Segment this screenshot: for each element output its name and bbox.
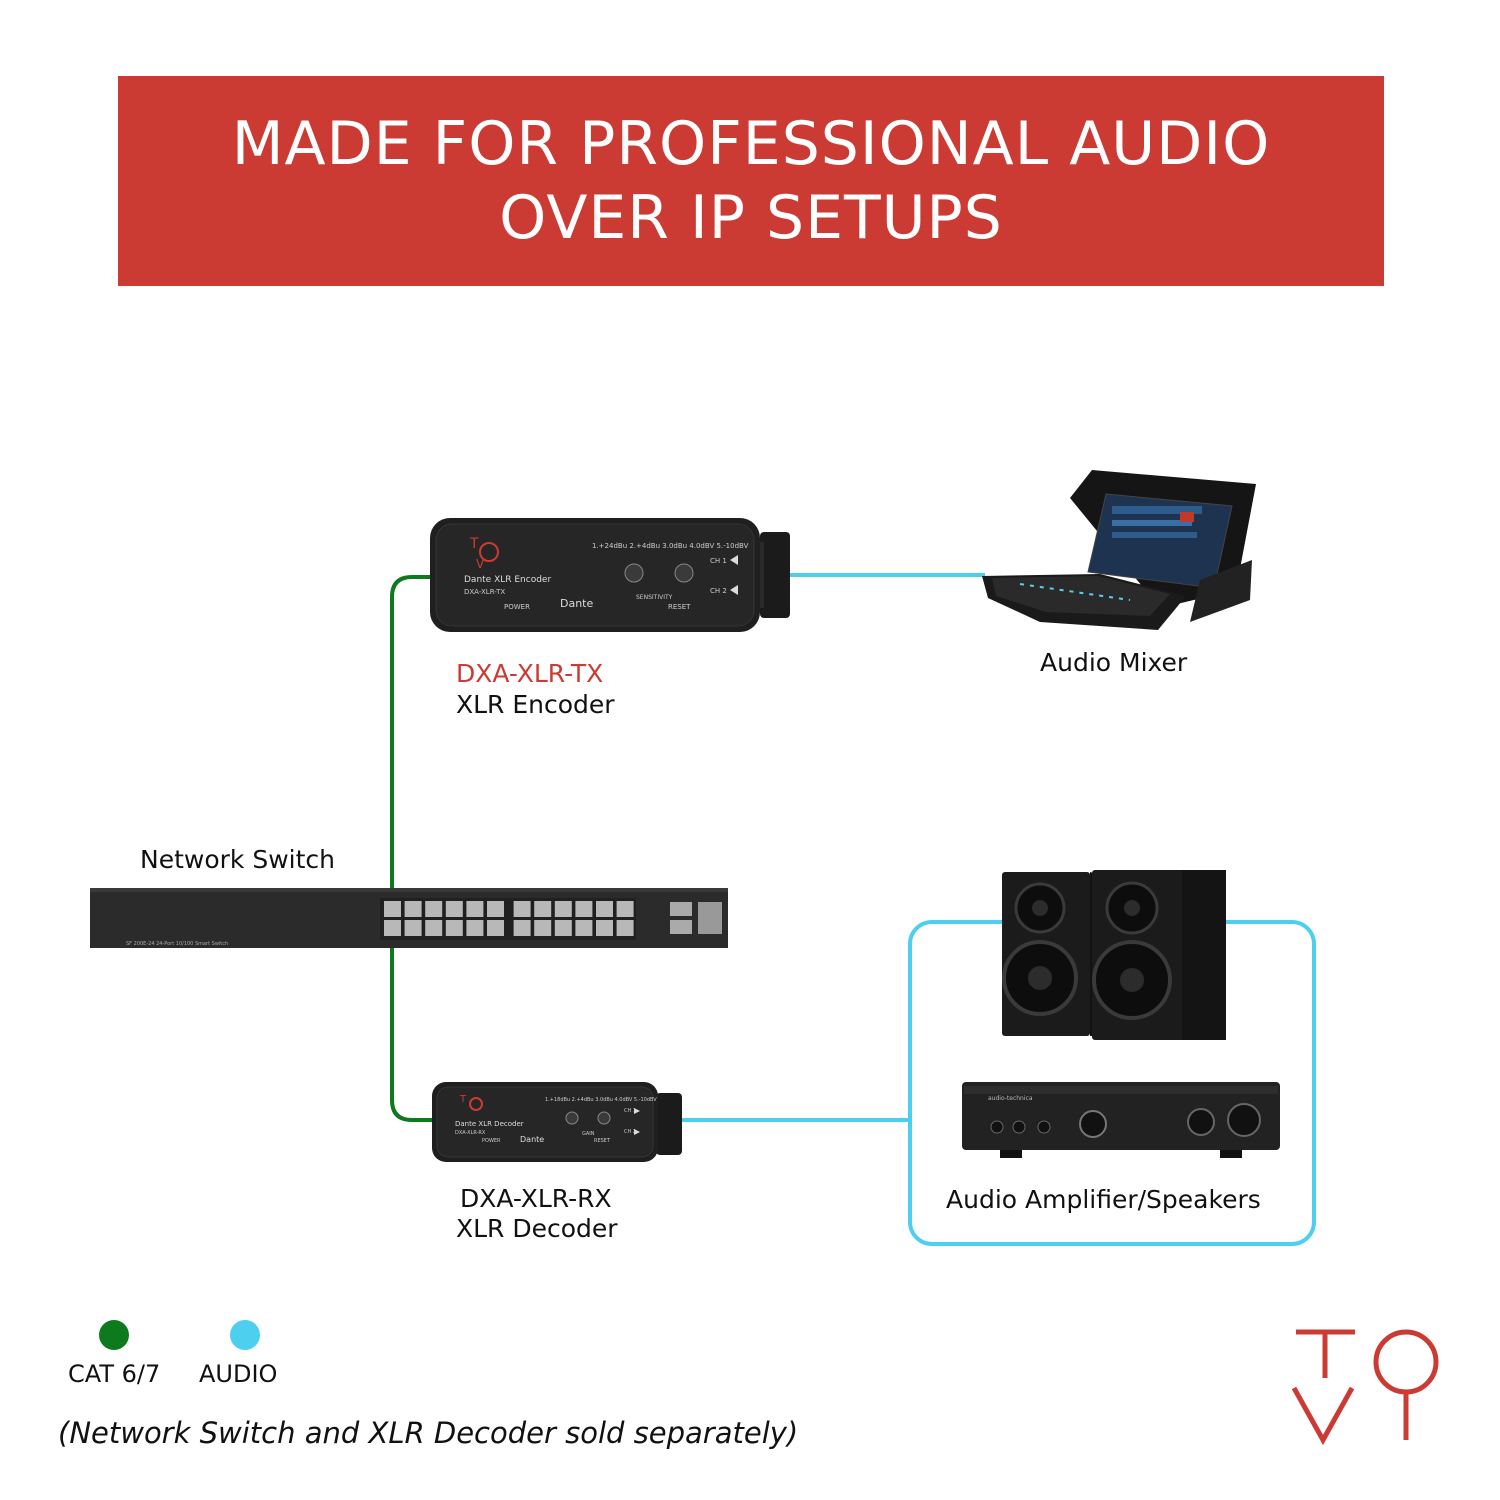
svg-text:V: V [476,557,485,571]
encoder-ch2: CH 2 [710,587,727,595]
switch-port [513,920,531,936]
switch-port [425,901,443,917]
legend-cat-dot [99,1320,129,1350]
decoder-device: T Dante XLR Decoder DXA-XLR-RX 1.+18dBu … [432,1082,682,1162]
decoder-model-label: DXA-XLR-RX [460,1184,612,1213]
encoder-reset: RESET [668,603,691,611]
switch-port [596,901,613,917]
mixer-label: Audio Mixer [1040,648,1188,677]
tovi-logo [1291,1329,1439,1446]
switch-port [425,920,443,936]
encoder-model-label: DXA-XLR-TX [456,659,604,688]
banner-line-2: OVER IP SETUPS [499,183,1003,253]
encoder-levels: 1.+24dBu 2.+4dBu 3.0dBu 4.0dBV 5.-10dBV [592,542,749,550]
switch-port [554,920,572,936]
decoder-caption-label: XLR Decoder [456,1214,618,1243]
amplifier-device: audio-technica [962,1082,1280,1158]
encoder-power: POWER [504,603,530,611]
switch-port [575,920,593,936]
amp-label: Audio Amplifier/Speakers [946,1185,1261,1214]
svg-text:T: T [469,536,479,552]
decoder-levels: 1.+18dBu 2.+4dBu 3.0dBu 4.0dBV 5.-10dBV [545,1097,657,1103]
network-switch-device: SF 200E-24 24-Port 10/100 Smart Switch [90,888,728,948]
encoder-dante: Dante [560,597,593,610]
switch-port [487,901,504,917]
encoder-panel-title: Dante XLR Encoder [464,575,551,585]
decoder-reset: RESET [594,1138,611,1144]
encoder-device: T V Dante XLR Encoder DXA-XLR-TX 1.+24dB… [430,518,790,632]
switch-port [466,901,484,917]
decoder-ch1: CH 1 [624,1108,636,1114]
switch-port [575,901,593,917]
switch-port [404,920,422,936]
switch-model-text: SF 200E-24 24-Port 10/100 Smart Switch [126,941,228,947]
legend-audio-label: AUDIO [199,1360,278,1388]
encoder-caption-label: XLR Encoder [456,690,615,719]
switch-port [513,901,531,917]
svg-text:T: T [459,1094,467,1105]
switch-port [534,901,552,917]
switch-port [616,920,634,936]
legend-audio-dot [230,1320,260,1350]
decoder-power: POWER [482,1138,501,1144]
decoder-gain: GAIN [582,1131,595,1137]
switch-port [384,901,401,917]
header-banner: MADE FOR PROFESSIONAL AUDIO OVER IP SETU… [118,76,1384,286]
decoder-dante: Dante [520,1135,544,1144]
switch-port [596,920,613,936]
banner-line-1: MADE FOR PROFESSIONAL AUDIO [231,109,1271,179]
decoder-ch2: CH 2 [624,1129,636,1135]
cat-cable-encoder [390,575,432,892]
decoder-panel-model: DXA-XLR-RX [455,1130,486,1136]
switch-port [534,920,552,936]
sold-separately-note: (Network Switch and XLR Decoder sold sep… [58,1416,799,1450]
switch-port [487,920,504,936]
switch-port [445,920,463,936]
switch-port [554,901,572,917]
switch-port [616,901,634,917]
speakers-device [1002,870,1226,1040]
switch-port [466,920,484,936]
switch-port [404,901,422,917]
amp-brand-text: audio-technica [988,1095,1033,1102]
audio-mixer-device [982,470,1256,630]
cat-cable-decoder [390,948,434,1122]
switch-label: Network Switch [140,845,335,874]
legend-cat-label: CAT 6/7 [68,1360,161,1388]
switch-port [445,901,463,917]
switch-port [384,920,401,936]
encoder-sensitivity: SENSITIVITY [636,594,673,601]
encoder-ch1: CH 1 [710,557,727,565]
switch-ports [384,901,634,936]
decoder-panel-title: Dante XLR Decoder [455,1120,524,1128]
encoder-panel-model: DXA-XLR-TX [464,588,505,596]
